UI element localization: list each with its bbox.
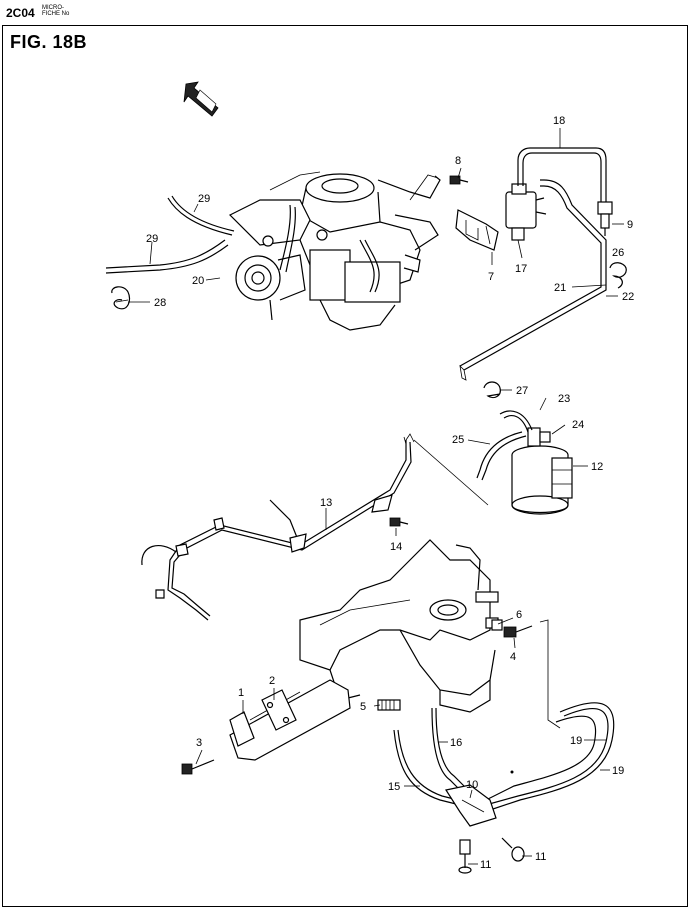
hose-clip-28 [111,286,131,310]
leader-pipe-canister [413,439,489,506]
callout-18: 18 [553,115,565,127]
vacuum-hose-16 [431,707,463,793]
callout-19-lower: 19 [612,765,624,777]
vacuum-switching-valve-17 [505,183,547,241]
callout-13: 13 [320,497,332,509]
callout-4: 4 [510,651,516,663]
callout-5: 5 [360,701,366,713]
callout-1: 1 [238,687,244,699]
vacuum-hose-29-upper-edge [171,195,235,232]
callout-12: 12 [591,461,603,473]
callout-29-upper: 29 [198,193,210,205]
callout-28: 28 [154,297,166,309]
callout-19-upper: 19 [570,735,582,747]
hose-bracket-10 [445,784,497,827]
leader-union-hose [539,619,561,729]
callout-6: 6 [516,609,522,621]
callout-20: 20 [192,275,204,287]
vacuum-hose-16-edge [435,707,467,789]
bolt-11-right [501,837,525,862]
plug-6 [491,619,503,631]
callout-25: 25 [452,434,464,446]
union-4 [503,625,533,638]
vacuum-hose-19-inner [485,715,597,801]
vacuum-hose-15-edge [397,729,483,807]
callout-26: 26 [612,247,624,259]
callout-7: 7 [488,271,494,283]
fuel-pipe-13 [141,433,415,621]
callout-2: 2 [269,675,275,687]
purge-hose-23-edge [503,415,529,433]
callout-9: 9 [627,219,633,231]
callout-11-right: 11 [535,851,546,863]
microfiche-label-line2: FICHE No [42,11,70,17]
vacuum-hose-29-lower-edge [105,244,229,274]
purge-hose-23 [499,410,533,431]
callout-22: 22 [622,291,634,303]
bolt-11-left [458,839,472,874]
callout-27: 27 [516,385,528,397]
callout-14: 14 [390,541,402,553]
figure-frame [2,25,688,907]
microfiche-label-line1: MICRO- [42,5,64,11]
vsv-bracket-7 [455,209,499,251]
callout-15: 15 [388,781,400,793]
vacuum-hose-19-outer [483,702,615,813]
callout-24: 24 [572,419,584,431]
callout-11-left: 11 [480,859,491,871]
vacuum-filter-9 [597,201,613,236]
gasket-2 [261,689,297,731]
carburetor-assembly [228,171,441,331]
vapor-hose-25 [481,435,527,481]
figure-title: FIG. 18B [10,32,88,52]
hose-clip-26 [609,262,627,289]
microfiche-label: MICRO- FICHE No [42,5,69,17]
callout-16: 16 [450,737,462,749]
callout-21: 21 [554,282,566,294]
bolt-3 [181,759,215,775]
vacuum-hose-19-outer-edge [481,708,609,807]
stud-bolt-5 [377,699,401,711]
vacuum-hose-15 [393,729,481,811]
callout-3: 3 [196,737,202,749]
vacuum-hose-29-lower [105,239,226,269]
vacuum-hose-22 [459,185,602,367]
bolt-14 [389,517,409,527]
charcoal-canister-12 [511,427,573,515]
front-arrow-icon [183,81,219,117]
vacuum-hose-18 [517,147,607,202]
callout-23: 23 [558,393,570,405]
bolt-8 [449,175,469,185]
callout-29-lower: 29 [146,233,158,245]
vapor-hose-25-edge [476,431,523,479]
callout-leaders [128,128,624,865]
reference-dot [510,770,514,774]
callout-8: 8 [455,155,461,167]
gasket-1 [229,711,255,747]
callout-10: 10 [466,779,478,791]
vacuum-hose-29-upper [167,197,233,236]
hose-clip-27 [483,381,501,399]
vacuum-hose-18-edge [522,152,602,202]
microfiche-code: 2C04 [6,6,35,20]
callout-17: 17 [515,263,527,275]
vacuum-hose-21 [463,179,607,371]
